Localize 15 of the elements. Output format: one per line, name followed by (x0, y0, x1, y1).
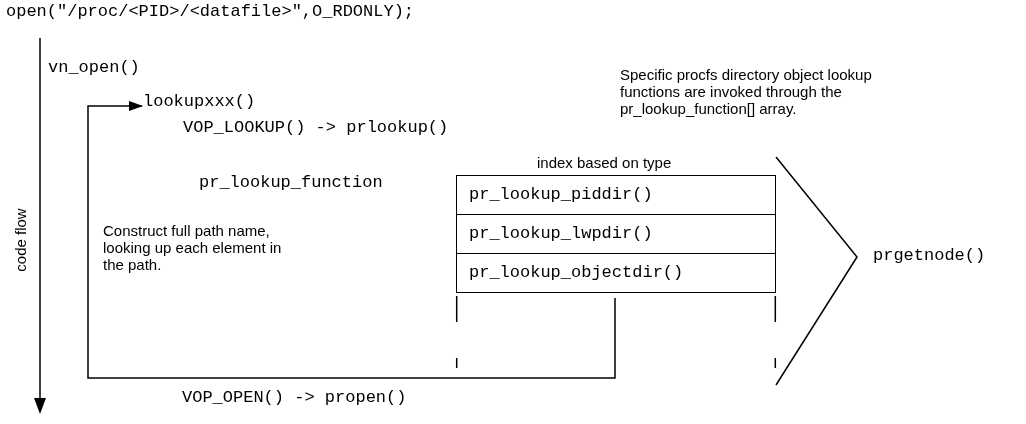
table-row: pr_lookup_lwpdir() (456, 214, 776, 254)
table-row: pr_lookup_objectdir() (456, 253, 776, 293)
arrow (87, 101, 616, 379)
axis-label: code flow (11, 208, 29, 272)
table-row: pr_lookup_piddir() (456, 175, 776, 215)
function-call: vn_open() (48, 58, 140, 77)
table-heading: index based on type (537, 154, 672, 171)
function-call: prgetnode() (873, 246, 986, 265)
function-call: VOP_LOOKUP() -> prlookup() (183, 118, 449, 137)
note-text: Specific procfs directory object lookup functions are invoked through the pr_lookup_function[] array. (620, 66, 873, 117)
function-call: VOP_OPEN() -> propen() (182, 388, 407, 407)
function-call: lookupxxx() (143, 92, 256, 111)
code-statement: open("/proc/<PID>/<datafile>",O_RDONLY); (6, 2, 415, 21)
array-name: pr_lookup_function (199, 173, 383, 192)
note-text: Construct full path name, looking up each element in the path. (103, 222, 283, 273)
